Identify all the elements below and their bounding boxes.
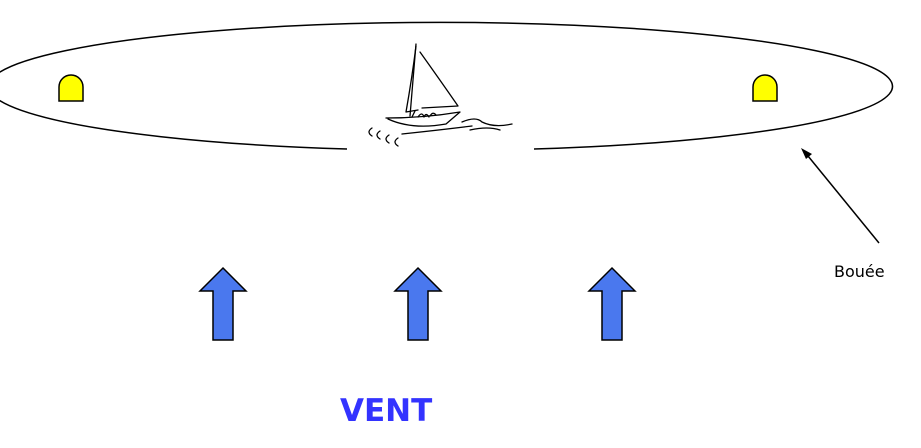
wind-label: VENT (340, 393, 433, 429)
up-arrow-icon (198, 266, 248, 341)
up-arrow-icon (587, 266, 637, 341)
up-arrow-icon (393, 266, 443, 341)
buoy-pointer-arrow (801, 148, 880, 244)
buoy-icon (58, 74, 84, 102)
buoy-label: Bouée (834, 262, 885, 281)
buoy-icon (752, 74, 778, 102)
course-ellipse (0, 21, 894, 150)
sailboat-icon (368, 43, 513, 147)
